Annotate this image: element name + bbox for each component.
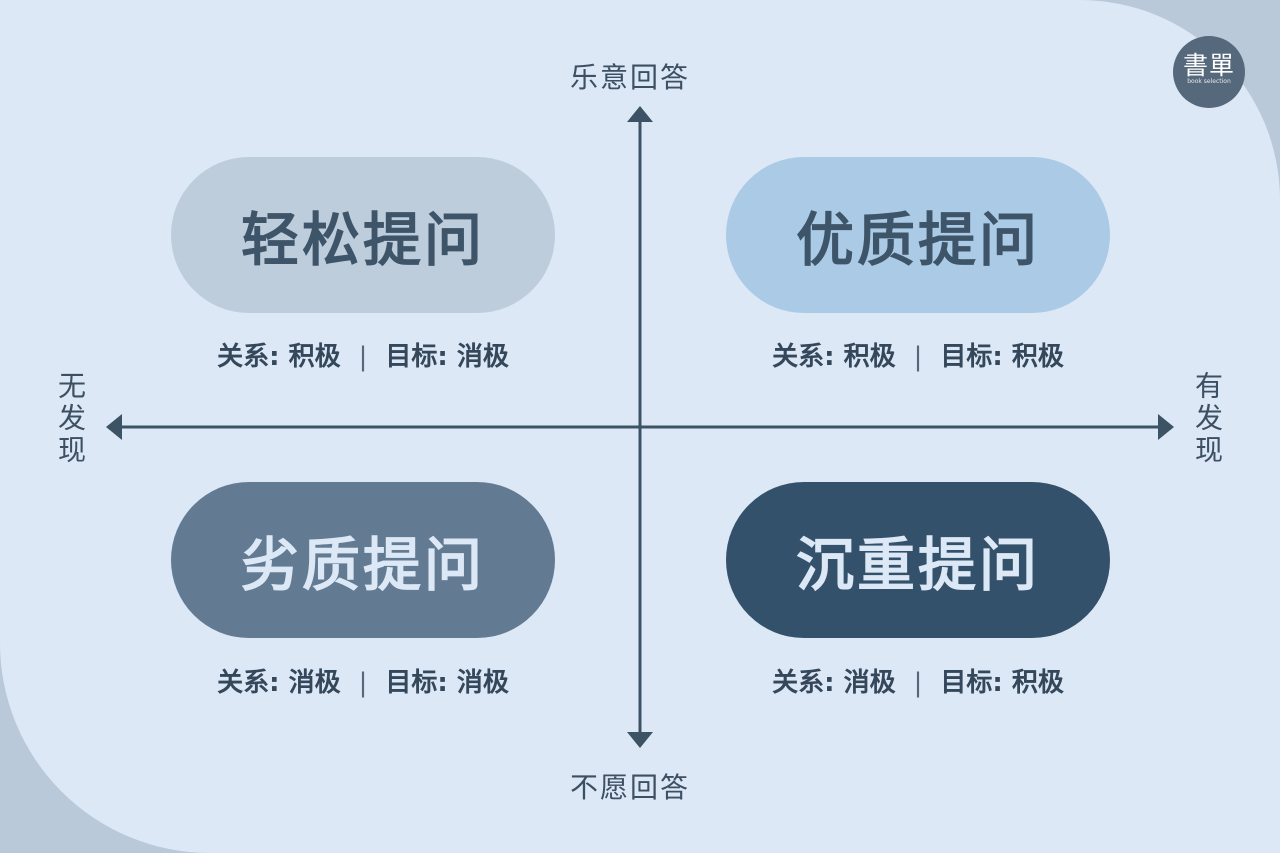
goal-text: 目标: 消极 (385, 342, 509, 372)
quadrant-poor-question: 劣质提问 (171, 482, 555, 638)
separator: | (913, 342, 923, 372)
separator: | (358, 342, 368, 372)
brand-logo: 書單 book selection (1173, 36, 1245, 108)
goal-text: 目标: 消极 (385, 668, 509, 698)
quadrant-title: 沉重提问 (795, 531, 1040, 599)
relation-text: 关系: 消极 (217, 668, 341, 698)
right-arrow-icon (1158, 414, 1174, 440)
quadrant-title: 劣质提问 (240, 531, 485, 599)
quadrant-meta: 关系: 消极 | 目标: 积极 (726, 662, 1110, 699)
left-arrow-icon (106, 414, 122, 440)
quadrant-meta: 关系: 积极 | 目标: 消极 (171, 336, 555, 373)
up-arrow-icon (627, 106, 653, 122)
axis-label-top: 乐意回答 (570, 61, 691, 94)
relation-text: 关系: 消极 (772, 668, 896, 698)
relation-text: 关系: 积极 (217, 342, 341, 372)
quadrant-title: 轻松提问 (240, 206, 485, 274)
axis-label-bottom: 不愿回答 (570, 771, 691, 804)
quadrant-title: 优质提问 (795, 206, 1040, 274)
logo-main-text: 書單 (1182, 51, 1235, 80)
down-arrow-icon (627, 732, 653, 748)
quadrant-easy-question: 轻松提问 (171, 157, 555, 313)
axis-label-right: 有发现 (1191, 371, 1224, 467)
separator: | (358, 668, 368, 698)
quadrant-meta: 关系: 积极 | 目标: 积极 (726, 336, 1110, 373)
relation-text: 关系: 积极 (772, 342, 896, 372)
quadrant-meta: 关系: 消极 | 目标: 消极 (171, 662, 555, 699)
logo-sub-text: book selection (1187, 78, 1231, 85)
goal-text: 目标: 积极 (940, 668, 1064, 698)
quadrant-heavy-question: 沉重提问 (726, 482, 1110, 638)
separator: | (913, 668, 923, 698)
axis-label-left: 无发现 (54, 371, 87, 467)
goal-text: 目标: 积极 (940, 342, 1064, 372)
quadrant-quality-question: 优质提问 (726, 157, 1110, 313)
